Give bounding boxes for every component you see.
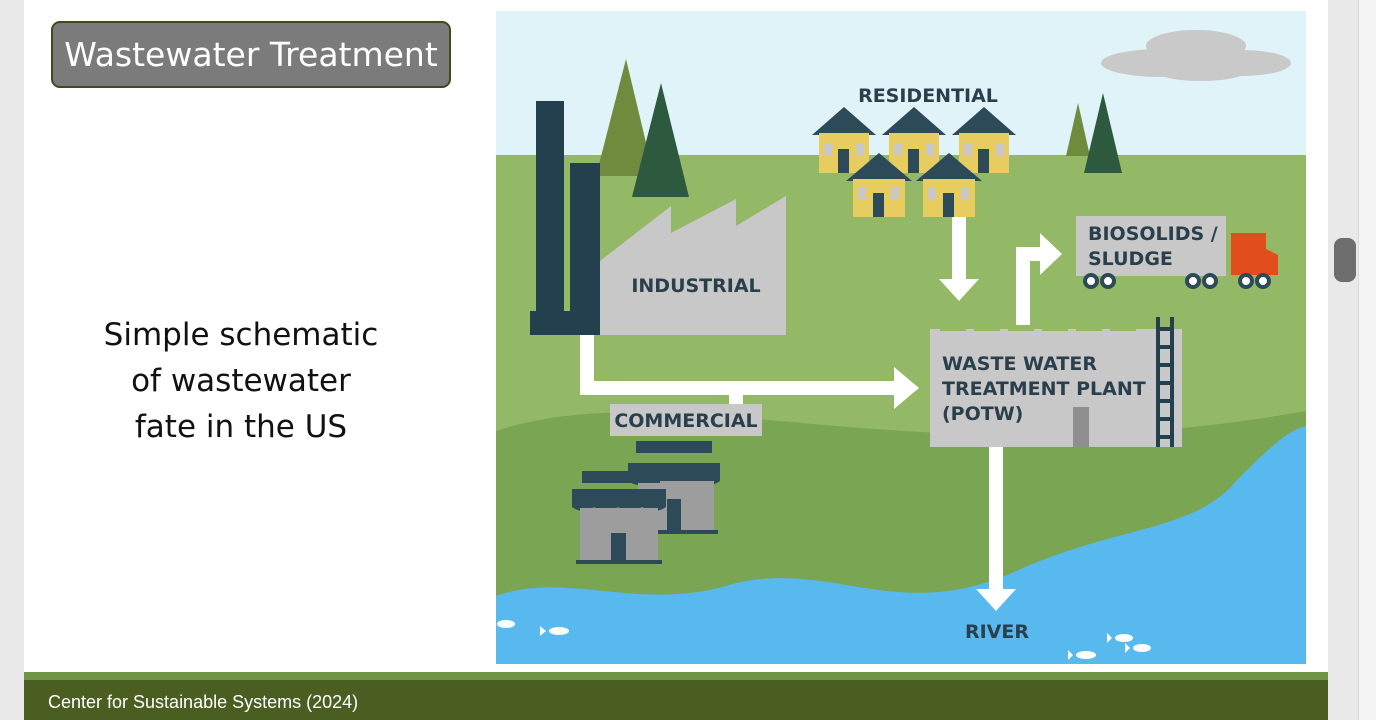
- caption: Simple schematic of wastewater fate in t…: [76, 312, 406, 450]
- cloud-icon: [1101, 30, 1291, 81]
- wastewater-diagram: INDUSTRIAL: [496, 11, 1306, 664]
- factory-building: [600, 196, 786, 335]
- smokestack: [570, 163, 600, 335]
- label-river: RIVER: [965, 621, 1029, 643]
- title-box: Wastewater Treatment: [51, 21, 451, 88]
- truck-trailer: [1076, 216, 1226, 276]
- footer-citation: Center for Sustainable Systems (2024): [48, 692, 359, 712]
- label-residential: RESIDENTIAL: [858, 85, 998, 107]
- caption-line-3: fate in the US: [134, 409, 348, 445]
- tree-icon: [1066, 103, 1090, 156]
- smokestack: [536, 101, 564, 335]
- scrollbar-thumb[interactable]: [1334, 238, 1356, 282]
- house-icon: [952, 107, 1016, 173]
- tree-icon: [596, 59, 654, 176]
- label-biosolids-line-2: SLUDGE: [1088, 248, 1173, 270]
- window-right-edge: [1358, 0, 1376, 720]
- shop-icon: [572, 471, 666, 564]
- truck-cab: [1231, 233, 1278, 275]
- house-icon: [846, 153, 912, 217]
- label-plant-line-3: (POTW): [942, 403, 1023, 425]
- plant-door: [1073, 407, 1089, 447]
- ladder-icon: [1156, 317, 1174, 447]
- plant-roof-rail: [940, 322, 1136, 331]
- footer-accent-strip: [24, 672, 1328, 680]
- caption-line-1: Simple schematic: [103, 317, 379, 353]
- house-icon: [812, 107, 876, 173]
- label-biosolids-line-1: BIOSOLIDS /: [1088, 223, 1218, 245]
- scrollbar-track[interactable]: [1332, 0, 1358, 720]
- label-plant-line-1: WASTE WATER: [942, 353, 1097, 375]
- label-plant-line-2: TREATMENT PLANT: [942, 378, 1146, 400]
- commercial-label-bg: [610, 404, 762, 436]
- tree-icon: [632, 83, 689, 197]
- river-water: [496, 426, 1306, 664]
- slide: Wastewater Treatment Simple schematic of…: [24, 0, 1328, 720]
- label-commercial: COMMERCIAL: [614, 410, 757, 432]
- footer-bar: Center for Sustainable Systems (2024): [24, 680, 1328, 720]
- tree-icon: [1084, 93, 1122, 173]
- treatment-plant: [930, 329, 1182, 447]
- fish-icon: [497, 620, 1151, 660]
- caption-line-2: of wastewater: [131, 363, 351, 399]
- house-icon: [882, 107, 946, 173]
- truck-wheels: [1083, 273, 1271, 289]
- slide-title: Wastewater Treatment: [64, 35, 438, 74]
- label-industrial: INDUSTRIAL: [631, 275, 760, 297]
- house-icon: [916, 153, 982, 217]
- smokestack: [530, 311, 570, 335]
